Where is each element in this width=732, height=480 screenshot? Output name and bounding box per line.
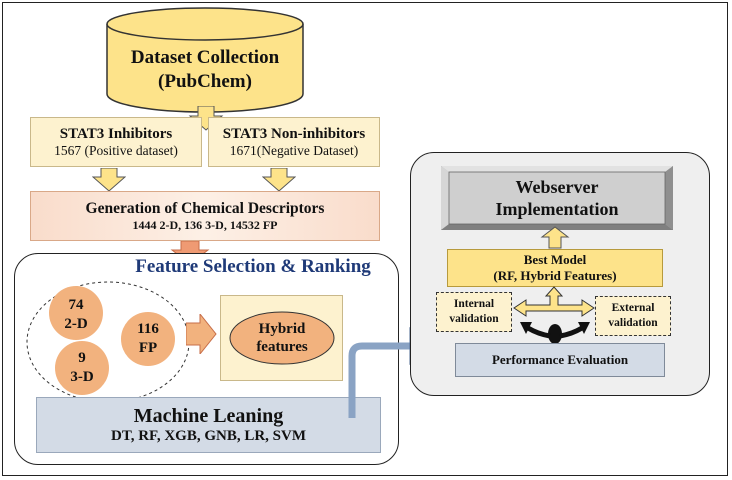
internal-validation-box: Internal validation xyxy=(436,292,512,332)
hybrid-line1: Hybrid xyxy=(258,321,306,337)
external-line1: External xyxy=(611,302,655,314)
external-validation-box: External validation xyxy=(595,296,671,336)
feature-selection-title: Feature Selection & Ranking xyxy=(135,256,371,277)
descriptors-box: Generation of Chemical Descriptors 1444 … xyxy=(30,191,380,241)
circle-2d xyxy=(49,286,103,340)
dataset-cylinder xyxy=(106,7,304,113)
webserver-line2: Implementation xyxy=(495,199,619,219)
circle-fp-type: FP xyxy=(138,340,158,356)
best-model-title: Best Model xyxy=(523,252,587,267)
arrow-down-icon xyxy=(92,168,126,192)
circle-3d-count: 9 xyxy=(78,350,86,366)
circle-2d-label: 74 2-D xyxy=(49,293,103,337)
external-line2: validation xyxy=(608,317,658,329)
internal-line1: Internal xyxy=(453,298,495,310)
performance-evaluation-box: Performance Evaluation xyxy=(455,343,665,377)
best-model-box: Best Model (RF, Hybrid Features) xyxy=(447,249,663,287)
webserver-line1: Webserver xyxy=(515,177,599,197)
circle-3d-type: 3-D xyxy=(70,369,94,385)
circle-3d xyxy=(55,341,109,395)
internal-line2: validation xyxy=(449,313,499,325)
circle-2d-type: 2-D xyxy=(64,316,88,332)
descriptors-title: Generation of Chemical Descriptors xyxy=(85,199,325,217)
inhibitors-title: STAT3 Inhibitors xyxy=(59,125,173,142)
descriptors-counts: 1444 2-D, 136 3-D, 14532 FP xyxy=(132,217,278,232)
inhibitors-count: 1567 (Positive dataset) xyxy=(54,142,178,158)
hybrid-line2: features xyxy=(256,339,308,355)
hybrid-ellipse xyxy=(229,311,335,365)
non-inhibitors-title: STAT3 Non-inhibitors xyxy=(222,125,366,142)
circle-2d-count: 74 xyxy=(68,297,84,313)
arrow-down-icon xyxy=(262,168,296,192)
performance-label: Performance Evaluation xyxy=(491,352,629,367)
circle-3d-label: 9 3-D xyxy=(55,346,109,390)
best-model-detail: (RF, Hybrid Features) xyxy=(493,268,617,283)
inhibitors-box: STAT3 Inhibitors 1567 (Positive dataset) xyxy=(30,117,202,167)
hybrid-label: Hybrid features xyxy=(228,310,336,366)
circle-fp-label: 116 FP xyxy=(121,317,175,361)
circle-fp xyxy=(121,312,175,366)
ml-algorithms: DT, RF, XGB, GNB, LR, SVM xyxy=(110,428,307,444)
ml-title: Machine Leaning xyxy=(133,405,284,427)
dataset-label: Dataset Collection (PubChem) xyxy=(105,40,305,100)
feedback-arrows-icon xyxy=(520,322,590,344)
webserver-box xyxy=(441,166,673,230)
webserver-label: Webserver Implementation xyxy=(441,170,673,226)
diagram-frame xyxy=(2,2,728,476)
dataset-source: (PubChem) xyxy=(158,71,252,92)
non-inhibitors-count: 1671(Negative Dataset) xyxy=(229,142,359,158)
circle-fp-count: 116 xyxy=(137,321,159,337)
machine-learning-box: Machine Leaning DT, RF, XGB, GNB, LR, SV… xyxy=(36,397,381,453)
four-way-arrow-icon xyxy=(513,286,595,317)
arrow-right-icon xyxy=(186,314,217,354)
dataset-title: Dataset Collection xyxy=(130,47,280,68)
arrow-up-icon xyxy=(540,226,570,249)
non-inhibitors-box: STAT3 Non-inhibitors 1671(Negative Datas… xyxy=(208,117,380,167)
